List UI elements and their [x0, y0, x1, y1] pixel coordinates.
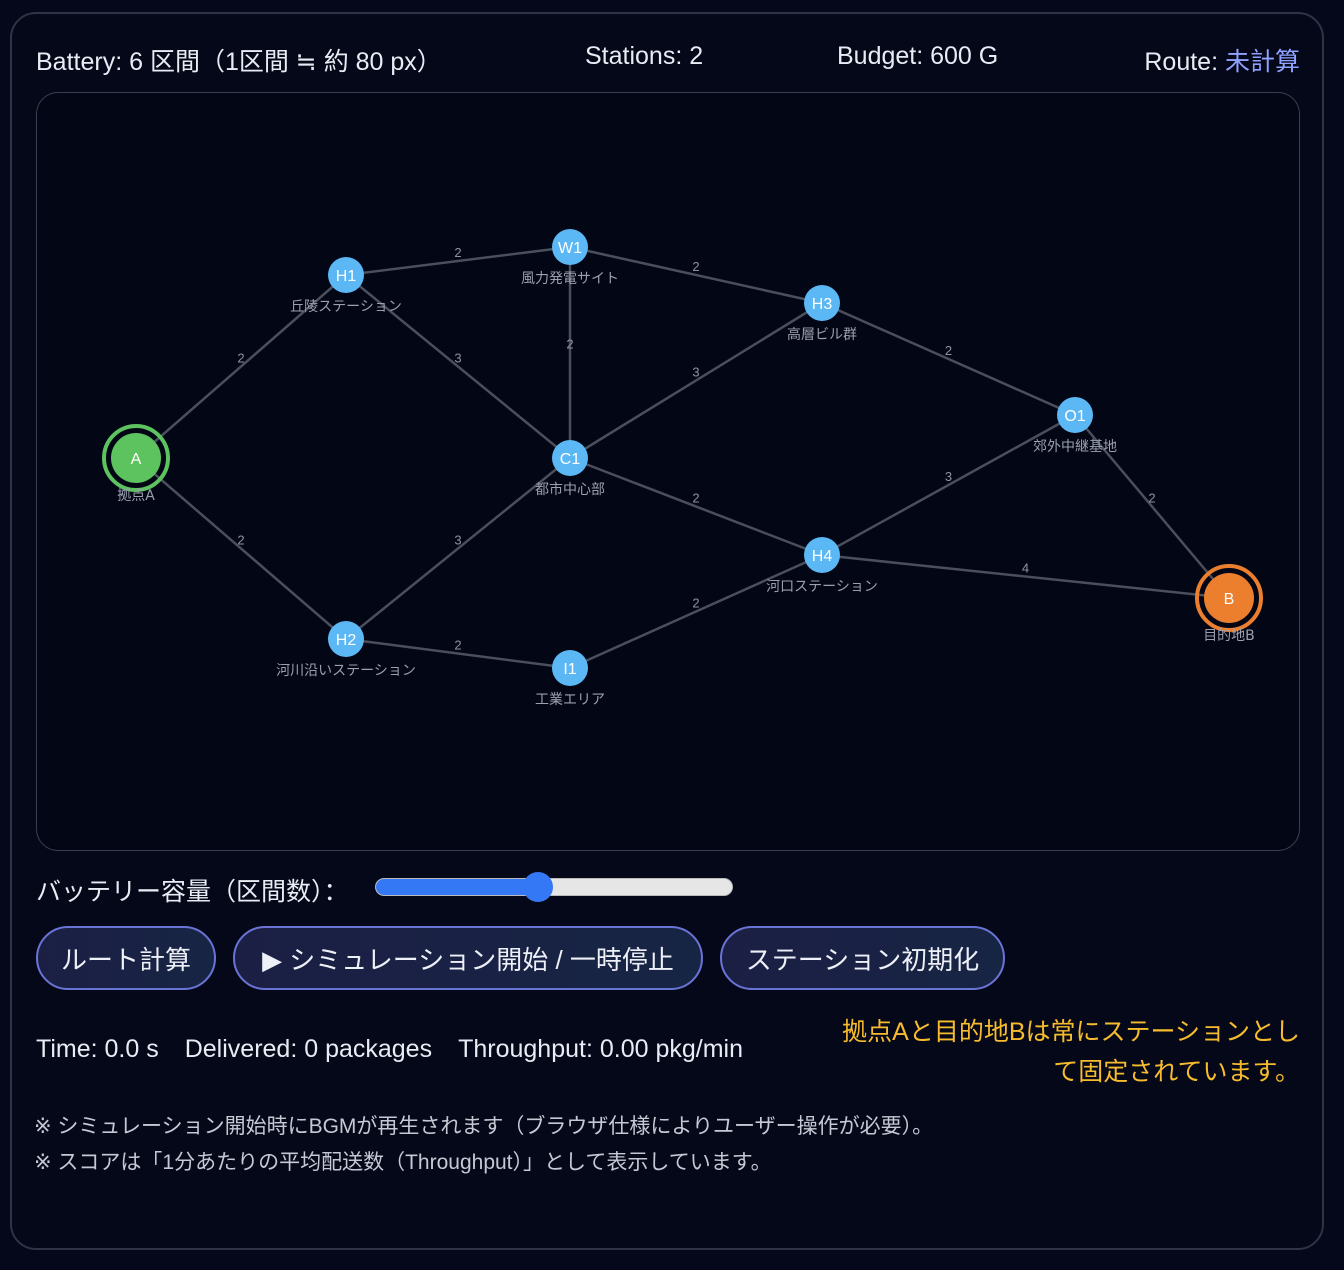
node-label: 郊外中継基地: [1033, 438, 1117, 455]
node-O1[interactable]: O1 郊外中継基地: [1033, 397, 1117, 455]
node-circle: [1057, 397, 1093, 433]
edge-H3-O1: [821, 301, 1076, 417]
route-stat: Route: 未計算: [1144, 42, 1300, 78]
edge-H1-C1: [345, 274, 571, 459]
node-A[interactable]: A 拠点A: [102, 424, 170, 504]
node-id: H2: [336, 632, 357, 649]
node-H3[interactable]: H3 高層ビル群: [787, 285, 857, 343]
node-circle: [111, 433, 161, 483]
edge-weight-label: 2: [454, 245, 461, 260]
route-value: 未計算: [1224, 48, 1300, 76]
node-id: W1: [558, 240, 582, 257]
battery-slider-thumb[interactable]: [522, 872, 553, 902]
edge-H2-C1: [345, 457, 571, 640]
node-circle: [552, 650, 588, 686]
battery-slider-label: バッテリー容量（区間数）：: [36, 878, 349, 906]
delivered-metric: Delivered: 0 packages: [184, 1035, 433, 1063]
node-I1[interactable]: I1 工業エリア: [535, 650, 605, 708]
edge-W1-H3: [569, 245, 823, 305]
edge-C1-H4: [569, 456, 823, 557]
edge-weight-label: 2: [454, 638, 461, 653]
battery-slider-fill: [376, 879, 538, 895]
node-circle: [804, 285, 840, 321]
metrics-bar: Time: 0.0 s Delivered: 0 packages Throughp…: [36, 1035, 769, 1064]
node-H1[interactable]: H1 丘陵ステーション: [290, 257, 402, 315]
node-label: 工業エリア: [535, 692, 605, 708]
edge-weight-label: 3: [945, 469, 952, 484]
node-id: O1: [1064, 408, 1085, 425]
node-circle: [1204, 573, 1254, 623]
battery-slider[interactable]: [375, 872, 733, 902]
node-C1[interactable]: C1 都市中心部: [535, 440, 605, 498]
node-label: 丘陵ステーション: [290, 299, 402, 315]
edge-H4-B: [821, 553, 1230, 600]
node-circle: [328, 257, 364, 293]
node-label: 都市中心部: [535, 481, 605, 498]
route-label: Route:: [1144, 48, 1225, 76]
node-H4[interactable]: H4 河口ステーション: [766, 537, 878, 595]
calc-route-button[interactable]: ルート計算: [36, 926, 216, 990]
network-graph[interactable]: 222322322322342A拠点AH1丘陵ステーションW1風力発電サイトH3…: [37, 93, 1300, 851]
node-label: 風力発電サイト: [521, 271, 619, 287]
node-id: H3: [812, 296, 833, 313]
node-B[interactable]: B 目的地B: [1195, 564, 1263, 644]
edge-A-H1: [135, 274, 347, 459]
edge-weight-label: 3: [692, 365, 699, 380]
reset-stations-button[interactable]: ステーション初期化: [720, 926, 1005, 990]
node-label: 目的地B: [1203, 628, 1255, 644]
edge-H1-W1: [345, 245, 571, 277]
edge-weight-label: 2: [692, 596, 699, 611]
footnote-score: ※ スコアは「1分あたりの平均配送数（Throughput）」として表示していま…: [34, 1151, 772, 1174]
simulation-toggle-button[interactable]: ▶ シミュレーション開始 / 一時停止: [233, 926, 703, 990]
stations-stat: Stations: 2: [585, 42, 704, 70]
edge-weight-label: 2: [237, 533, 244, 548]
node-H2[interactable]: H2 河川沿いステーション: [276, 621, 416, 679]
edge-weight-label: 3: [454, 351, 461, 366]
node-circle: [552, 229, 588, 265]
battery-stat: Battery: 6 区間（1区間 ≒ 約 80 px）: [36, 48, 442, 76]
edge-weight-label: 4: [1022, 561, 1029, 576]
node-label: 高層ビル群: [787, 326, 857, 343]
edge-weight-label: 2: [692, 491, 699, 506]
node-id: A: [131, 451, 142, 468]
edge-weight-label: 2: [692, 259, 699, 274]
edge-weight-label: 2: [945, 343, 952, 358]
node-ring: [102, 424, 170, 492]
node-id: H1: [336, 268, 357, 285]
edge-weight-label: 2: [237, 351, 244, 366]
fixed-stations-notice: 拠点Aと目的地Bは常にステーションとして固定されています。: [842, 1018, 1300, 1086]
edge-I1-H4: [569, 553, 823, 670]
edge-C1-H3: [569, 301, 823, 460]
node-id: H4: [812, 548, 833, 565]
time-metric: Time: 0.0 s: [36, 1035, 159, 1063]
edge-O1-B: [1074, 414, 1230, 599]
node-circle: [328, 621, 364, 657]
node-label: 河口ステーション: [766, 579, 878, 595]
node-W1[interactable]: W1 風力発電サイト: [521, 229, 619, 287]
throughput-metric: Throughput: 0.00 pkg/min: [458, 1035, 743, 1063]
node-id: C1: [560, 451, 581, 468]
node-circle: [552, 440, 588, 476]
node-id: I1: [563, 661, 576, 678]
edge-weight-label: 2: [1148, 491, 1155, 506]
node-id: B: [1224, 591, 1235, 608]
edge-A-H2: [135, 457, 347, 640]
footnote-bgm: ※ シミュレーション開始時にBGMが再生されます（ブラウザ仕様によりユーザー操作…: [34, 1115, 934, 1138]
edge-weight-label: 2: [566, 337, 573, 352]
edge-weight-label: 3: [454, 533, 461, 548]
edge-H2-I1: [345, 637, 571, 670]
edge-H4-O1: [821, 413, 1076, 557]
budget-stat: Budget: 600 G: [837, 42, 999, 70]
node-ring: [1195, 564, 1263, 632]
node-circle: [804, 537, 840, 573]
node-label: 河川沿いステーション: [276, 663, 416, 679]
node-label: 拠点A: [117, 488, 155, 504]
